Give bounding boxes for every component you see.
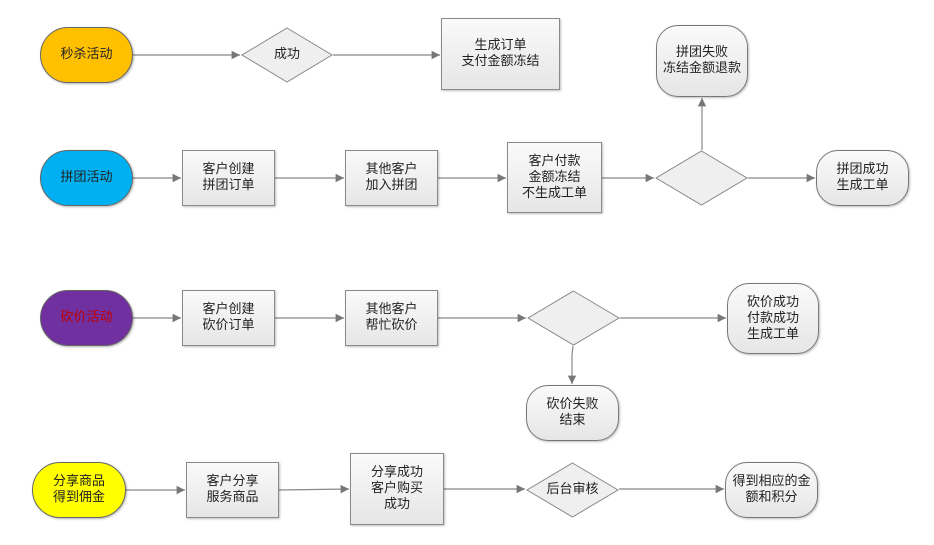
group-success: 拼团成功 生成工单 xyxy=(816,150,909,206)
group-step-create-order: 客户创建 拼团订单 xyxy=(182,150,275,206)
bargain-fail: 砍价失败 结束 xyxy=(526,385,619,441)
share-review-decision: 后台审核 xyxy=(526,462,619,518)
group-fail: 拼团失败 冻结金额退款 xyxy=(656,25,748,97)
seckill-decision: 成功 xyxy=(241,27,333,83)
arrow xyxy=(278,484,350,494)
seckill-start: 秒杀活动 xyxy=(40,27,133,83)
group-step-join: 其他客户 加入拼团 xyxy=(345,150,438,206)
bargain-step-create-order: 客户创建 砍价订单 xyxy=(182,290,275,346)
group-step-pay: 客户付款 金额冻结 不生成工单 xyxy=(507,142,602,213)
decision-label: 成功 xyxy=(273,47,300,62)
group-start: 拼团活动 xyxy=(40,150,133,206)
share-step-purchase: 分享成功 客户购买 成功 xyxy=(350,453,444,525)
decision-label: 后台审核 xyxy=(546,482,599,497)
share-step-share: 客户分享 服务商品 xyxy=(186,462,279,518)
bargain-success: 砍价成功 付款成功 生成工单 xyxy=(727,283,819,354)
bargain-step-help: 其他客户 帮忙砍价 xyxy=(345,290,438,346)
bargain-decision xyxy=(527,290,620,346)
arrow xyxy=(567,345,577,384)
group-decision xyxy=(655,150,748,206)
share-result: 得到相应的金 额和积分 xyxy=(725,462,818,518)
seckill-result: 生成订单 支付金额冻结 xyxy=(441,18,560,90)
bargain-start: 砍价活动 xyxy=(40,290,133,346)
share-start: 分享商品 得到佣金 xyxy=(32,462,126,518)
